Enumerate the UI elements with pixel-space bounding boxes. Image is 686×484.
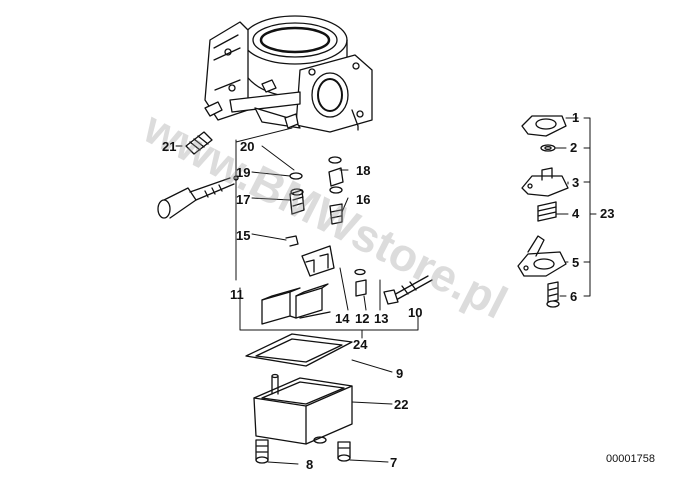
callout-17: 17: [236, 192, 251, 207]
carburetor-body: [204, 15, 373, 133]
callout-16: 16: [356, 192, 371, 207]
part-10-float-pin: [383, 275, 433, 305]
part-18-jet-holder: [328, 156, 344, 194]
callout-14: 14: [335, 311, 350, 326]
callout-19: 19: [236, 165, 251, 180]
callout-3: 3: [572, 175, 580, 190]
callout-6: 6: [570, 289, 578, 304]
part-15-clip: [285, 235, 299, 247]
part-12-needle-valve: [354, 268, 367, 297]
callout-1: 1: [572, 110, 580, 125]
callout-2: 2: [570, 140, 578, 155]
callout-21: 21: [162, 139, 177, 154]
callout-23: 23: [600, 206, 615, 221]
part-2-washer: [540, 144, 556, 152]
callout-18: 18: [356, 163, 371, 178]
part-4-spring: [537, 201, 557, 222]
callout-4: 4: [572, 206, 580, 221]
callout-9: 9: [396, 366, 404, 381]
diagram-code: 00001758: [606, 453, 655, 465]
part-3-diaphragm: [521, 167, 569, 197]
part-9-gasket: [245, 333, 353, 367]
leader-lines: [175, 117, 597, 465]
part-1-cover: [521, 115, 567, 137]
callout-15: 15: [236, 228, 251, 243]
callout-12: 12: [355, 311, 370, 326]
part-19-mixture-screw: [157, 175, 239, 219]
part-8-screw: [255, 439, 269, 464]
callout-10: 10: [408, 305, 423, 320]
part-5-housing: [517, 235, 567, 277]
callout-24: 24: [353, 337, 368, 352]
callout-8: 8: [306, 457, 314, 472]
part-7-screw: [337, 441, 351, 462]
callout-5: 5: [572, 255, 580, 270]
part-float-bracket: [301, 245, 335, 277]
part-6-screw: [546, 281, 560, 308]
callout-7: 7: [390, 455, 398, 470]
callout-20: 20: [240, 139, 255, 154]
part-16-screw: [329, 203, 343, 225]
callout-22: 22: [394, 397, 409, 412]
part-22-float-bowl: [253, 373, 353, 445]
part-21-plug: [185, 131, 213, 155]
part-11-float: [261, 283, 331, 325]
callout-13: 13: [374, 311, 389, 326]
part-17-jet: [289, 188, 305, 215]
callout-11: 11: [230, 287, 244, 302]
